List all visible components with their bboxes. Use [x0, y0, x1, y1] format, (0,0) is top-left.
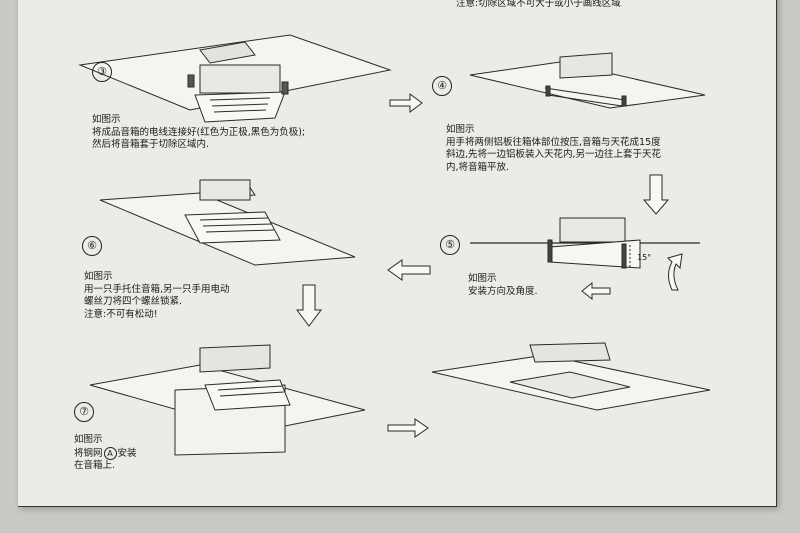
- arrow-down-1: [642, 174, 670, 215]
- step8-illustration: [431, 342, 711, 411]
- marker-a-icon: A: [103, 446, 117, 460]
- angle-label: 15°: [637, 253, 652, 262]
- step6-illustration: [99, 179, 356, 266]
- arrow-down-2: [296, 284, 322, 327]
- step5-illustration: [470, 217, 700, 269]
- step5-caption: 如图示 安装方向及角度.: [468, 273, 538, 297]
- arrow-left-small: [581, 281, 611, 301]
- step-number-4: ④: [432, 76, 452, 96]
- arrow-right-2: [387, 418, 429, 438]
- arrow-left-1: [387, 259, 431, 281]
- step-number-5: ⑤: [440, 235, 460, 255]
- step-number-7: ⑦: [74, 402, 94, 422]
- header-note: 注意:切除区域不可大于或小于画线区域: [456, 0, 621, 9]
- step3-caption: 如图示 将成品音箱的电线连接好(红色为正极,黑色为负极); 然后将音箱套于切除区…: [92, 114, 306, 150]
- step6-caption: 如图示 用一只手托住音箱,另一只手用电动 螺丝刀将四个螺丝锁紧. 注意:不可有松…: [84, 271, 230, 320]
- step-number-6: ⑥: [82, 236, 102, 256]
- arrow-right-1: [389, 93, 423, 113]
- step4-caption: 如图示 用手将两侧铝板往箱体部位按压,音箱与天花成15度 斜边,先将一边铝板装入…: [446, 124, 662, 173]
- step4-illustration: [469, 52, 706, 109]
- step3-illustration: [78, 34, 392, 123]
- step7-illustration: [89, 344, 366, 456]
- curved-arrow: [667, 253, 683, 291]
- step-number-3: ③: [92, 62, 112, 82]
